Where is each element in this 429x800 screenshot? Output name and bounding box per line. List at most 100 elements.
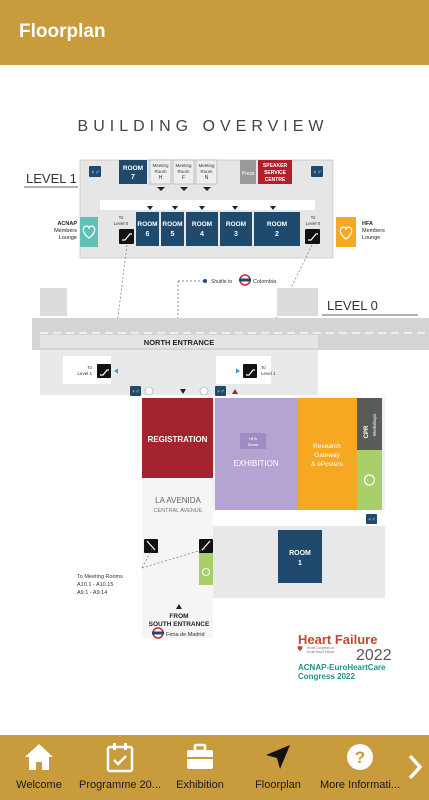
svg-text:Level 1: Level 1 <box>77 371 92 376</box>
escalator-icon <box>243 364 257 378</box>
navigation-arrow-icon <box>266 745 290 769</box>
svg-text:& ePosters: & ePosters <box>311 461 344 468</box>
nav-label: Exhibition <box>176 779 224 791</box>
svg-text:ROOM: ROOM <box>162 221 182 228</box>
nav-exhibition[interactable]: Exhibition <box>162 735 238 800</box>
svg-text:Meeting: Meeting <box>175 163 192 168</box>
nav-more-information[interactable]: ? More Informati... <box>318 735 402 800</box>
calendar-check-icon <box>106 743 134 773</box>
escalator-icon <box>199 539 213 553</box>
congress-logo: Heart Failure World Congress on Acute He… <box>297 632 392 681</box>
svg-text:Colombia: Colombia <box>253 279 277 285</box>
svg-text:Lounge: Lounge <box>362 235 380 241</box>
svg-text:To: To <box>87 365 92 370</box>
meeting-room-f: Meeting Room F <box>172 159 195 185</box>
svg-text:Level 0: Level 0 <box>114 221 129 226</box>
nav-label: Welcome <box>16 779 62 791</box>
acnap-lounge: ACNAP Members Lounge <box>54 217 98 247</box>
floorplan-map[interactable]: BUILDING OVERVIEW LEVEL 1 ROOM 7 Meeting… <box>0 65 429 735</box>
svg-text:ROOM: ROOM <box>123 165 143 172</box>
hfa-lounge: HFA Members Lounge <box>336 217 385 247</box>
svg-text:To: To <box>311 215 316 220</box>
home-icon <box>25 744 53 770</box>
svg-text:CPR: CPR <box>364 425 370 438</box>
svg-text:SPEAKER: SPEAKER <box>263 163 288 169</box>
press-room: Press <box>240 160 256 184</box>
svg-text:2: 2 <box>275 231 279 238</box>
svg-text:Stand: Stand <box>248 442 258 447</box>
svg-text:EXHIBITION: EXHIBITION <box>233 459 279 468</box>
briefcase-icon <box>187 743 213 769</box>
svg-text:FROM: FROM <box>169 613 188 620</box>
nav-label: Floorplan <box>255 779 301 791</box>
nav-floorplan[interactable]: Floorplan <box>238 735 318 800</box>
svg-text:Level 1: Level 1 <box>261 371 276 376</box>
svg-text:To Meeting Rooms: To Meeting Rooms <box>77 574 123 580</box>
svg-text:Members: Members <box>362 228 385 234</box>
svg-text:♀♂: ♀♂ <box>367 517 375 523</box>
svg-text:Meeting: Meeting <box>152 163 169 168</box>
escalator-icon <box>119 229 134 244</box>
svg-text:REGISTRATION: REGISTRATION <box>148 435 208 444</box>
svg-text:H: H <box>159 175 163 181</box>
svg-text:Feria de Madrid: Feria de Madrid <box>166 632 205 638</box>
cloakroom-icon <box>199 386 209 396</box>
svg-text:ROOM: ROOM <box>226 221 246 228</box>
research-gateway-area: Research Gateway & ePosters <box>298 398 357 510</box>
svg-text:Room: Room <box>177 169 189 174</box>
svg-text:Heart Failure: Heart Failure <box>298 632 377 647</box>
svg-text:Acute Heart Failure: Acute Heart Failure <box>307 650 335 654</box>
svg-text:ACNAP: ACNAP <box>57 221 77 227</box>
restroom-icon: ♀♂ <box>130 386 141 396</box>
svg-text:Level 0: Level 0 <box>306 221 321 226</box>
page-title: Floorplan <box>19 21 106 42</box>
metro-icon <box>239 274 251 286</box>
chevron-right-icon[interactable] <box>405 753 425 781</box>
meeting-rooms-direction: To Meeting Rooms A10.1 - A10.15 A9.1 - A… <box>77 574 123 596</box>
restroom-icon: ♀♂ <box>366 514 377 524</box>
catering-icon <box>363 474 376 486</box>
svg-text:2022: 2022 <box>356 647 392 664</box>
svg-text:Congress 2022: Congress 2022 <box>298 672 355 681</box>
room-7 <box>119 160 147 184</box>
room-2: ROOM 2 <box>254 212 300 246</box>
svg-text:Room: Room <box>200 169 212 174</box>
catering-area <box>357 450 382 510</box>
svg-text:N: N <box>205 175 209 181</box>
cloakroom-icon <box>144 386 154 396</box>
level0-label: LEVEL 0 <box>327 298 378 313</box>
svg-text:?: ? <box>355 748 365 767</box>
svg-text:Members: Members <box>54 228 77 234</box>
svg-text:♀♂: ♀♂ <box>91 170 100 176</box>
svg-text:ROOM: ROOM <box>267 221 287 228</box>
svg-text:5: 5 <box>171 231 175 238</box>
restroom-icon: ♀♂ <box>215 386 226 396</box>
nav-label: More Informati... <box>319 779 401 791</box>
svg-text:ROOM: ROOM <box>289 550 311 557</box>
svg-text:7: 7 <box>131 174 135 181</box>
svg-text:ROOM: ROOM <box>192 221 212 228</box>
svg-text:SERVICE: SERVICE <box>264 170 287 176</box>
svg-text:SOUTH ENTRANCE: SOUTH ENTRANCE <box>149 621 210 628</box>
svg-text:3: 3 <box>234 231 238 238</box>
exhibition-area: HFA Stand EXHIBITION <box>215 398 298 510</box>
room-4: ROOM 4 <box>186 212 218 246</box>
svg-text:F: F <box>182 175 185 181</box>
nav-welcome[interactable]: Welcome <box>0 735 78 800</box>
svg-text:HFA: HFA <box>249 436 257 441</box>
catering-icon <box>202 568 210 576</box>
svg-text:Press: Press <box>242 171 255 177</box>
svg-text:A10.1 - A10.15: A10.1 - A10.15 <box>77 582 113 588</box>
cpr-workshops-area: CPR Workshops <box>357 398 382 450</box>
svg-text:4: 4 <box>200 231 204 238</box>
restroom-icon: ♀♂ <box>311 166 323 177</box>
room-3: ROOM 3 <box>220 212 252 246</box>
nav-programme[interactable]: Programme 20... <box>78 735 162 800</box>
svg-text:♀♂: ♀♂ <box>216 389 224 395</box>
svg-text:1: 1 <box>298 560 302 567</box>
south-entrance: FROM SOUTH ENTRANCE <box>149 613 210 628</box>
help-circle-icon: ? <box>347 744 373 770</box>
room-1: ROOM 1 <box>278 530 322 583</box>
svg-text:LA AVENIDA: LA AVENIDA <box>155 496 201 505</box>
meeting-room-h: Meeting Room H <box>149 159 172 185</box>
